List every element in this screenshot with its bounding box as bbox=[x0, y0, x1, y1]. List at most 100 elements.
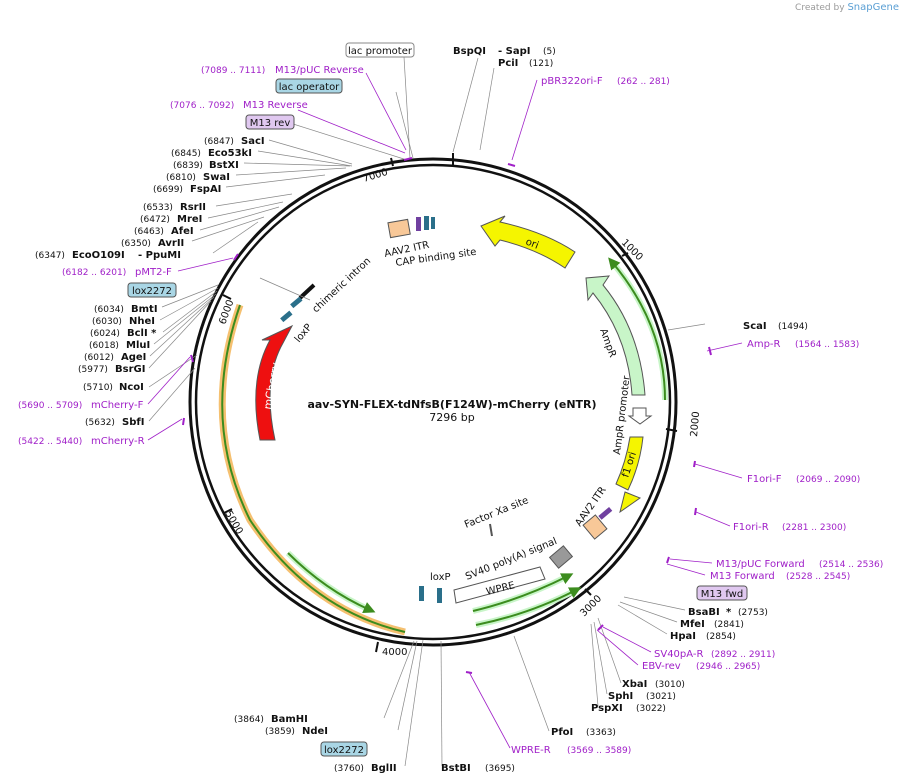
lox2272-left-box[interactable] bbox=[127, 282, 177, 298]
enzyme-bglii-pos: (3760) bbox=[334, 764, 364, 774]
enzyme-bstbi[interactable]: BstBI bbox=[441, 763, 471, 774]
mcherry-arrow[interactable] bbox=[255, 324, 294, 441]
enzyme-bmti[interactable]: BmtI bbox=[131, 304, 158, 315]
chimeric-intron-label: chimeric intron bbox=[311, 256, 374, 316]
primer-ticks bbox=[182, 157, 712, 674]
enzyme-mrei[interactable]: MreI bbox=[177, 214, 202, 225]
enzyme-pspxi-pos: (3022) bbox=[636, 704, 666, 714]
enzyme-ncoi[interactable]: NcoI bbox=[119, 382, 144, 393]
enzyme-bcli-pos: (6024) bbox=[90, 329, 120, 339]
primer-pbr322ori-f[interactable]: pBR322ori-F bbox=[541, 76, 603, 87]
loxp-bottom-2[interactable] bbox=[437, 588, 442, 603]
primer-sv40pa-r[interactable]: SV40pA-R bbox=[654, 649, 703, 660]
enzyme-bsabi[interactable]: BsaBI bbox=[688, 607, 720, 618]
ruler-label-4000: 4000 bbox=[382, 647, 407, 658]
enzyme-bmti-pos: (6034) bbox=[94, 305, 124, 315]
enzyme-scai-pos: (1494) bbox=[778, 322, 808, 332]
lox2272-bottom-label: lox2272 bbox=[324, 745, 364, 756]
enzyme-mfei-pos: (2841) bbox=[714, 620, 744, 630]
enzyme-bsrgi[interactable]: BsrGI bbox=[115, 364, 145, 375]
enzyme-saci[interactable]: SacI bbox=[241, 136, 265, 147]
enzyme-eco53ki[interactable]: Eco53kI bbox=[208, 148, 252, 159]
primer-sv40pa-r-range: (2892 .. 2911) bbox=[711, 650, 775, 660]
loxp-left-top[interactable] bbox=[290, 296, 303, 309]
loxp-top-label: loxP bbox=[293, 322, 315, 345]
primer-mcherry-r[interactable]: mCherry-R bbox=[91, 436, 145, 447]
enzyme-ndei[interactable]: NdeI bbox=[302, 726, 328, 737]
m13-fwd-box[interactable] bbox=[696, 585, 748, 601]
lox2272-left-label: lox2272 bbox=[132, 286, 172, 297]
primer-m13-rev-range: (7076 .. 7092) bbox=[170, 101, 234, 111]
enzyme-xbai[interactable]: XbaI bbox=[622, 679, 647, 690]
enzyme-bamhi[interactable]: BamHI bbox=[271, 714, 308, 725]
ampr-arrow[interactable] bbox=[585, 275, 646, 396]
f1-ori-arrow[interactable] bbox=[615, 436, 644, 514]
ctrl-mark-right bbox=[598, 506, 613, 520]
primer-ebv-rev[interactable]: EBV-rev bbox=[642, 661, 681, 672]
enzyme-sphi[interactable]: SphI bbox=[608, 691, 633, 702]
enzyme-ecoo109i[interactable]: EcoO109I bbox=[72, 250, 125, 261]
enzyme-pfoi[interactable]: PfoI bbox=[551, 727, 573, 738]
ori-arrow[interactable] bbox=[480, 215, 576, 269]
enzyme-mlui[interactable]: MluI bbox=[126, 340, 150, 351]
primer-f1ori-f[interactable]: F1ori-F bbox=[747, 474, 782, 485]
lac-promoter-box[interactable] bbox=[345, 42, 415, 58]
enzyme-bspqi-pos: (5) bbox=[543, 47, 556, 57]
primer-m13puc-fwd[interactable]: M13/pUC Forward bbox=[716, 559, 805, 570]
enzyme-pcii[interactable]: PciI bbox=[498, 58, 518, 69]
enzyme-mfei[interactable]: MfeI bbox=[680, 619, 705, 630]
enzyme-sapi: - SapI bbox=[498, 46, 530, 57]
m13-rev-label: M13 rev bbox=[250, 118, 291, 129]
m13-rev-box[interactable] bbox=[245, 114, 295, 130]
lox2272-bottom-box[interactable] bbox=[320, 741, 368, 757]
primer-mcherry-f[interactable]: mCherry-F bbox=[91, 400, 144, 411]
enzyme-bspqi[interactable]: BspQI bbox=[453, 46, 486, 57]
factor-xa-label: Factor Xa site bbox=[463, 495, 530, 531]
enzyme-swai[interactable]: SwaI bbox=[203, 172, 230, 183]
primer-pmt2-f[interactable]: pMT2-F bbox=[135, 267, 172, 278]
primer-m13puc-rev[interactable]: M13/pUC Reverse bbox=[275, 65, 364, 76]
enzyme-bamhi-pos: (3864) bbox=[234, 715, 264, 725]
primer-m13-rev[interactable]: M13 Reverse bbox=[243, 100, 308, 111]
enzyme-agei[interactable]: AgeI bbox=[121, 352, 146, 363]
enzyme-bstxi[interactable]: BstXI bbox=[209, 160, 239, 171]
loxp-bottom-label: loxP bbox=[430, 572, 451, 583]
enzyme-pspxi[interactable]: PspXI bbox=[591, 703, 623, 714]
cap-site-mark-1 bbox=[416, 217, 421, 231]
primer-wpre-r[interactable]: WPRE-R bbox=[511, 745, 551, 756]
enzyme-avrii[interactable]: AvrII bbox=[158, 238, 184, 249]
primer-f1ori-f-range: (2069 .. 2090) bbox=[796, 475, 860, 485]
enzyme-bglii[interactable]: BglII bbox=[371, 763, 397, 774]
lac-operator-box[interactable] bbox=[275, 78, 343, 94]
enzyme-ecoo109i-pos: (6347) bbox=[35, 251, 65, 261]
enzyme-bsabi-star: * bbox=[726, 607, 732, 618]
enzyme-scai[interactable]: ScaI bbox=[743, 321, 767, 332]
enzyme-afei-pos: (6463) bbox=[134, 227, 164, 237]
aav2-itr-right[interactable] bbox=[582, 514, 608, 540]
sv40-polya-box[interactable] bbox=[548, 545, 574, 569]
primer-f1ori-r[interactable]: F1ori-R bbox=[733, 522, 769, 533]
enzyme-pcii-pos: (121) bbox=[529, 59, 553, 69]
enzyme-nhei[interactable]: NheI bbox=[129, 316, 155, 327]
loxp-bottom-1[interactable] bbox=[419, 586, 424, 601]
wpre-arrow[interactable] bbox=[453, 566, 546, 604]
enzyme-sbfi[interactable]: SbfI bbox=[122, 417, 144, 428]
ampr-promoter-arrow[interactable] bbox=[627, 407, 653, 425]
ampr-label: AmpR bbox=[597, 327, 618, 359]
plasmid-name: aav-SYN-FLEX-tdNfsB(F124W)-mCherry (eNTR… bbox=[307, 398, 596, 411]
aav2-itr-left[interactable] bbox=[387, 218, 411, 239]
enzyme-rsrii[interactable]: RsrII bbox=[180, 202, 206, 213]
enzyme-hpai[interactable]: HpaI bbox=[670, 631, 696, 642]
orf-arrow-1-line bbox=[472, 573, 574, 612]
enzyme-afei[interactable]: AfeI bbox=[171, 226, 194, 237]
primer-pbr322ori-f-range: (262 .. 281) bbox=[617, 77, 670, 87]
ori-label: ori bbox=[524, 237, 540, 252]
enzyme-fspai[interactable]: FspAI bbox=[190, 184, 221, 195]
enzyme-bstxi-pos: (6839) bbox=[173, 161, 203, 171]
primer-m13-fwd[interactable]: M13 Forward bbox=[710, 571, 775, 582]
enzyme-agei-pos: (6012) bbox=[84, 353, 114, 363]
loxp-left-bottom[interactable] bbox=[280, 310, 293, 323]
enzyme-bcli[interactable]: BclI * bbox=[127, 328, 157, 339]
primer-amp-r[interactable]: Amp-R bbox=[747, 339, 781, 350]
enzyme-sbfi-pos: (5632) bbox=[85, 418, 115, 428]
